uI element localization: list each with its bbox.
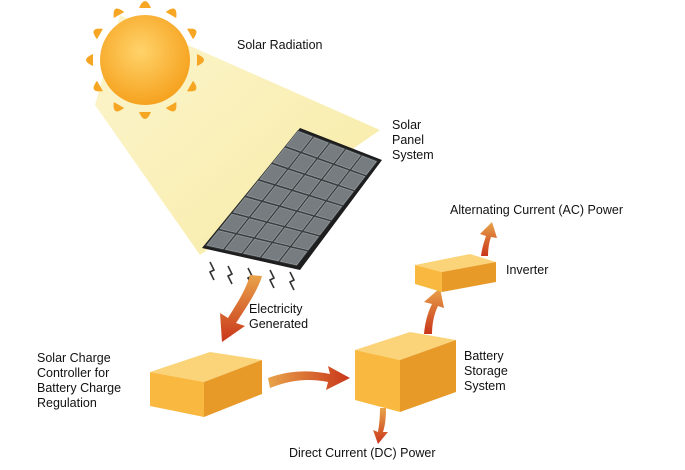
arrow-controller-to-battery — [268, 366, 350, 390]
solar-cell — [279, 247, 308, 266]
solar-cell — [280, 191, 308, 211]
solar-cell — [339, 171, 366, 191]
solar-cell — [302, 137, 329, 158]
solar-cell — [306, 159, 333, 179]
solar-cell — [259, 164, 287, 185]
label-inverter: Inverter — [506, 263, 549, 277]
solar-cell — [310, 180, 337, 200]
arrow-panel-to-controller — [220, 275, 262, 342]
solar-cell — [219, 213, 248, 233]
solar-cell — [289, 153, 317, 174]
battery-storage-box — [355, 332, 456, 412]
label-electricity-generated: Electricity Generated — [249, 302, 309, 331]
sun-icon — [100, 15, 190, 105]
solar-cell — [318, 143, 345, 164]
sun-rays — [86, 1, 204, 119]
solar-cell — [298, 196, 326, 216]
solar-cell — [237, 218, 266, 238]
solar-panel-cells — [206, 131, 377, 266]
solar-cell — [246, 180, 274, 201]
solar-cell — [263, 185, 291, 206]
solar-cell — [293, 175, 321, 195]
solar-cell — [232, 197, 261, 217]
solar-panel — [202, 128, 382, 270]
solar-cell — [268, 207, 296, 226]
label-solar-radiation: Solar Radiation — [237, 38, 323, 52]
label-solar-panel: Solar Panel System — [392, 118, 434, 162]
arrow-battery-to-dc — [373, 408, 388, 444]
solar-cell — [276, 169, 304, 190]
solar-cell — [285, 131, 313, 152]
solar-cell — [261, 243, 290, 262]
solar-cell — [303, 216, 331, 236]
arrow-inverter-to-ac — [480, 222, 497, 256]
inverter-box — [415, 254, 496, 292]
label-ac-power: Alternating Current (AC) Power — [450, 203, 623, 217]
solar-cell — [327, 186, 354, 206]
charge-controller-box — [150, 352, 262, 417]
solar-cell — [334, 149, 361, 170]
label-battery-storage: Battery Storage System — [464, 349, 508, 393]
solar-cell — [206, 230, 236, 250]
solar-cell — [315, 201, 343, 221]
solar-cell — [322, 165, 349, 185]
solar-cell — [272, 147, 300, 168]
solar-cell — [243, 238, 272, 258]
solar-cell — [285, 212, 314, 231]
solar-cell — [250, 202, 279, 222]
solar-cell — [273, 227, 302, 246]
solar-cell — [291, 232, 319, 251]
solar-cell — [255, 223, 284, 242]
solar-cell — [224, 234, 254, 254]
label-dc-power: Direct Current (DC) Power — [289, 446, 436, 460]
label-charge-controller: Solar Charge Controller for Battery Char… — [37, 351, 122, 410]
solar-cell — [351, 155, 377, 176]
arrow-battery-to-inverter — [424, 288, 444, 334]
